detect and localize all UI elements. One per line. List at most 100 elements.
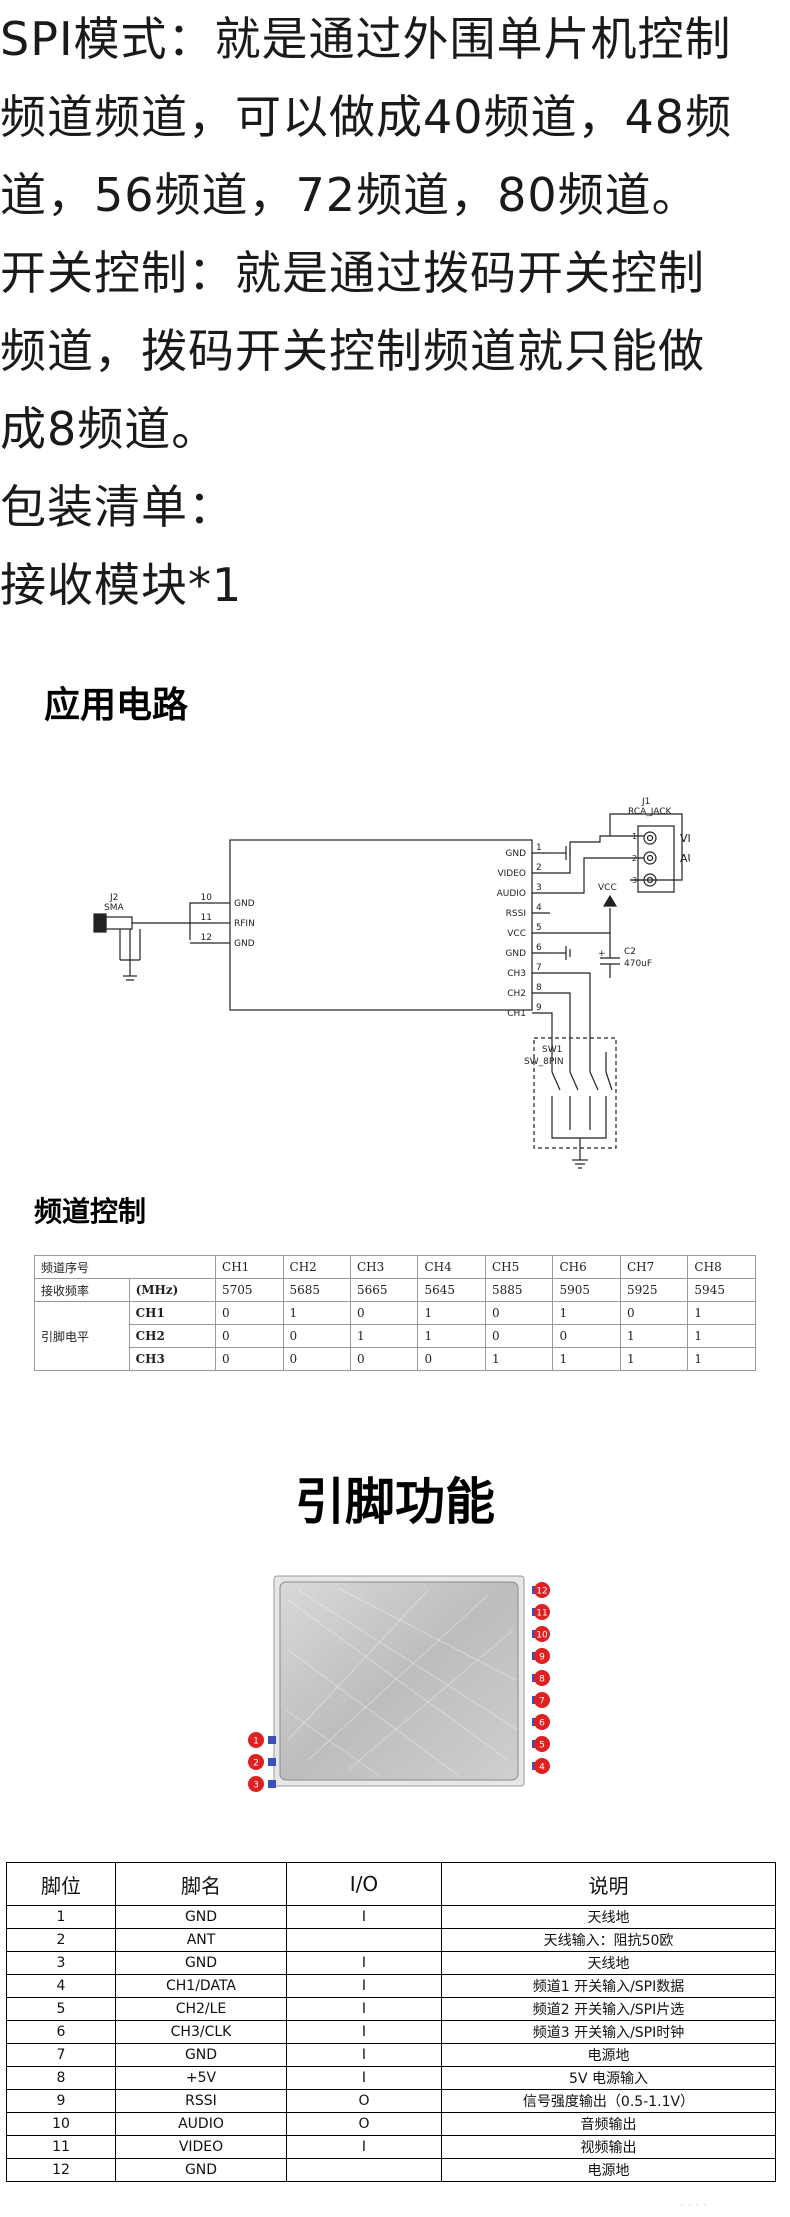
pin-marker	[534, 1670, 550, 1686]
level-cell: 0	[215, 1324, 284, 1348]
pin-marker-label: 3	[253, 1781, 259, 1791]
intro-line: 频道，拨码开关控制频道就只能做	[0, 324, 705, 378]
table-row: 引脚电平 CH1 0 1 0 1 0 1 0 1	[34, 1301, 756, 1371]
j1-video-label: VIDEO	[680, 832, 690, 845]
table-cell: I	[286, 1951, 442, 1975]
level-cell: 1	[552, 1301, 621, 1325]
pin-marker-label: 4	[539, 1763, 545, 1773]
level-cell: 0	[282, 1324, 352, 1348]
level-cell: 1	[619, 1324, 689, 1348]
level-cell: 0	[484, 1301, 554, 1325]
table-cell: 2	[6, 1928, 116, 1952]
level-cell: 1	[687, 1347, 756, 1371]
cap-value: 470uF	[624, 959, 652, 969]
table-cell: CH1/DATA	[115, 1974, 287, 1998]
right-pin-number: 6	[536, 943, 542, 953]
cap-name: C2	[624, 947, 636, 957]
pin-marker	[248, 1754, 264, 1770]
table-cell: I	[286, 2020, 442, 2044]
j1-name: J1	[641, 797, 650, 807]
pin-marker	[534, 1604, 550, 1620]
level-cell: 1	[552, 1347, 621, 1371]
pin-pad	[268, 1780, 276, 1788]
pin-marker-label: 9	[539, 1653, 545, 1663]
table-cell: 信号强度输出（0.5-1.1V）	[441, 2089, 776, 2113]
table-cell: GND	[115, 2043, 287, 2067]
right-pin-label: RSSI	[506, 909, 526, 919]
table-row: 频道序号 CH1 CH2 CH3 CH4 CH5 CH6 CH7 CH8	[33, 1255, 756, 1279]
intro-line: 接收模块*1	[0, 558, 243, 612]
table-cell: 频道2 开关输入/SPI片选	[441, 1997, 776, 2021]
table-cell: I	[286, 2043, 442, 2067]
level-cell: 1	[619, 1347, 689, 1371]
pin-section-title: 引脚功能	[295, 1473, 495, 1531]
table-cell: O	[286, 2089, 442, 2113]
table-header-row: 脚位 脚名 I/O 说明	[6, 1862, 776, 1906]
table-cell: 10	[6, 2112, 116, 2136]
circuit-section-title: 应用电路	[44, 685, 189, 726]
left-pin-number: 12	[201, 933, 212, 943]
level-cell: 1	[417, 1301, 486, 1325]
left-pin-markers: 123	[248, 1732, 276, 1792]
freq-cell: 5885	[484, 1278, 554, 1302]
table-cell: 频道3 开关输入/SPI时钟	[441, 2020, 776, 2044]
j1-audio-label: AUDIO	[680, 852, 690, 865]
table-cell: I	[286, 2135, 442, 2159]
table-cell: 音频输出	[441, 2112, 776, 2136]
table-cell: AUDIO	[115, 2112, 287, 2136]
table-cell: 天线地	[441, 1951, 776, 1975]
right-pin-label: CH3	[507, 969, 526, 979]
table-cell: I	[286, 2066, 442, 2090]
table-cell: 3	[6, 1951, 116, 1975]
table-cell: 11	[6, 2135, 116, 2159]
column-header: 说明	[441, 1862, 776, 1906]
pin-marker-label: 11	[536, 1609, 547, 1619]
pin-marker-label: 12	[536, 1587, 547, 1597]
right-pin-number: 2	[536, 863, 542, 873]
pin-pad	[268, 1758, 276, 1766]
right-pin-number: 4	[536, 903, 542, 913]
left-pin-number: 11	[201, 913, 212, 923]
level-cell: 1	[687, 1324, 756, 1348]
table-cell: GND	[115, 1905, 287, 1929]
level-cell: 0	[417, 1347, 486, 1371]
table-cell: I	[286, 1997, 442, 2021]
table-cell: VIDEO	[115, 2135, 287, 2159]
pin-marker	[534, 1758, 550, 1774]
intro-line: SPI模式：就是通过外围单片机控制	[0, 12, 732, 66]
right-pin-label: GND	[505, 849, 526, 859]
pin-marker	[248, 1776, 264, 1792]
table-cell: 7	[6, 2043, 116, 2067]
module-body	[229, 839, 533, 1011]
right-pin-label: VIDEO	[497, 869, 526, 879]
level-cell: 0	[349, 1301, 419, 1325]
left-pin-number: 10	[201, 893, 213, 903]
level-cell: 1	[484, 1347, 554, 1371]
right-pin-label: GND	[505, 949, 526, 959]
level-cell: 1	[282, 1301, 352, 1325]
table-cell: 1	[6, 1905, 116, 1929]
channel-header: CH8	[687, 1255, 756, 1279]
table-row: CH3 0 0 0 0 1 1 1 1	[35, 1347, 756, 1371]
table-row: 接收频率 (MHz) 5705 5685 5665 5645 5885 5905…	[34, 1278, 756, 1302]
pin-marker-label: 2	[253, 1759, 259, 1769]
switch-name: SW1	[542, 1045, 562, 1055]
freq-cell: 5925	[619, 1278, 689, 1302]
level-cell: 1	[687, 1301, 756, 1325]
intro-line: 成8频道。	[0, 402, 219, 456]
intro-line: 开关控制：就是通过拨码开关控制	[0, 246, 705, 300]
right-pin-number: 5	[536, 923, 542, 933]
table-cell	[286, 1928, 442, 1952]
table-cell: I	[286, 1905, 442, 1929]
table-cell: 8	[6, 2066, 116, 2090]
